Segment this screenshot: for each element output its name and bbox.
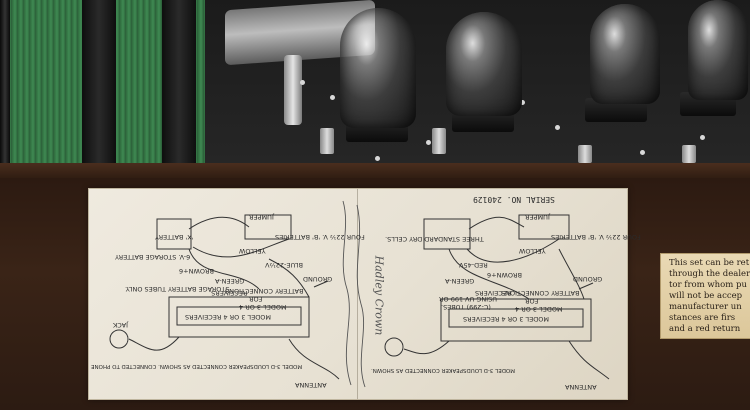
card-text: manufacturer un xyxy=(669,302,742,312)
wire xyxy=(188,248,260,290)
wiring-diagram xyxy=(109,200,610,388)
label-text: ANTENNA xyxy=(565,383,597,391)
rivet xyxy=(640,150,645,155)
serial-number: SERIAL NO. 240129 xyxy=(473,195,555,204)
coil-band-right xyxy=(162,0,196,165)
label-text: 'X' BATTERY xyxy=(155,233,194,241)
label-text: MODEL 3 OR 4 RECEIVERS xyxy=(463,315,550,323)
label-text: MODEL 3 OR 4 xyxy=(515,305,563,313)
ground-plug xyxy=(578,282,594,290)
rivet xyxy=(426,140,431,145)
wood-rail xyxy=(0,163,750,181)
rivet xyxy=(555,125,560,130)
wire xyxy=(268,258,310,298)
label-text: FOR xyxy=(249,295,263,303)
b-battery-box-right xyxy=(518,214,570,240)
card-text: and a red return xyxy=(669,324,741,334)
label-text: MODEL 3 OR 4 RECEIVERS xyxy=(185,313,272,321)
coil-band-left xyxy=(82,0,116,165)
wire xyxy=(468,216,525,230)
label-text: MODEL 3-D LOUDSPEAKER CONNECTED AS SHOWN… xyxy=(91,363,303,369)
label-text: THREE STANDARD DRY CELLS. xyxy=(385,235,484,243)
card-text: stances are firs xyxy=(669,313,736,323)
label-text: 6-V. STORAGE BATTERY xyxy=(115,253,191,261)
battery-connection-label: 'X' BATTERY 6-V. STORAGE BATTERY JUMPER … xyxy=(88,188,641,400)
wire xyxy=(188,216,250,230)
loudspeaker-right xyxy=(384,337,404,357)
rivet xyxy=(520,100,525,105)
return-notice-card: This set can be ret through the dealer t… xyxy=(660,253,750,339)
card-text: through the dealer xyxy=(669,269,750,279)
terminal-post xyxy=(320,128,334,154)
b-battery-box xyxy=(244,214,292,240)
terminal-post xyxy=(578,145,592,163)
label-text: FOR xyxy=(525,297,539,305)
receiver-box-left xyxy=(168,296,310,338)
label-text: JUMPER xyxy=(249,213,274,221)
card-text: This set can be ret xyxy=(669,258,750,268)
label-text: GROUND xyxy=(303,275,333,283)
vacuum-tube xyxy=(446,12,522,116)
receiver-inner-right xyxy=(448,308,584,328)
label-text: YELLOW xyxy=(239,247,266,255)
wire xyxy=(568,340,610,380)
wire xyxy=(128,336,180,351)
toggle-switch xyxy=(284,55,302,125)
label-text: YELLOW xyxy=(519,247,546,255)
label-text: JACK xyxy=(113,321,128,329)
wire xyxy=(403,340,450,355)
receiver-box-right xyxy=(440,298,592,342)
label-text: STORAGE BATTERY TUBES ONLY. xyxy=(125,285,230,293)
receiver-inner-left xyxy=(176,306,302,326)
dry-cells-box xyxy=(423,218,471,250)
handwritten-signature xyxy=(342,200,352,386)
battery-x-box xyxy=(156,218,192,250)
loudspeaker-left xyxy=(109,329,129,349)
wire xyxy=(192,238,290,258)
label-text: USING UV-199 OR xyxy=(439,295,498,303)
wire xyxy=(466,238,560,263)
label-text: GREEN-A xyxy=(215,277,245,285)
label-text: MODEL 3 OR 4 xyxy=(239,303,287,311)
wire xyxy=(448,248,530,300)
rivet xyxy=(700,135,705,140)
card-text: tor from whom pu xyxy=(669,280,747,290)
coil-end-cap xyxy=(0,0,10,165)
rivet xyxy=(300,80,305,85)
ground-plug xyxy=(313,280,329,288)
wire xyxy=(288,338,340,380)
label-fold xyxy=(357,189,358,399)
label-text: GROUND xyxy=(573,275,603,283)
radio-chassis xyxy=(0,0,750,170)
label-text: BROWN+6 xyxy=(487,271,522,279)
handwritten-name: Hadley Crown xyxy=(372,255,386,336)
label-text: (C-299) TUBES. xyxy=(441,303,491,311)
label-text: BROWN+6 xyxy=(179,267,214,275)
vacuum-tube xyxy=(340,8,416,128)
label-text: GREEN-A xyxy=(445,277,475,285)
terminal-post xyxy=(682,145,696,163)
wire xyxy=(558,248,585,300)
green-coil xyxy=(0,0,216,165)
terminal-post xyxy=(432,128,446,154)
label-text: FOUR 22½ V. 'B' BATTERIES xyxy=(275,233,365,241)
vacuum-tube xyxy=(688,0,748,100)
label-text: JUMPER xyxy=(525,213,550,221)
label-text: RED-45V xyxy=(459,261,488,269)
rivet xyxy=(330,95,335,100)
card-text: will not be accep xyxy=(669,291,743,301)
vacuum-tube xyxy=(590,4,660,104)
label-text: MODEL 3-D LOUDSPEAKER CONNECTED AS SHOWN… xyxy=(371,367,516,373)
label-text: BATTERY CONNECTIONS xyxy=(501,289,580,297)
label-text: FOUR 22½ V. 'B' BATTERIES xyxy=(551,233,641,241)
rivet xyxy=(375,156,380,161)
label-text: ANTENNA xyxy=(295,381,327,389)
handwritten-signature xyxy=(356,204,366,388)
label-text: BLUE-22½V xyxy=(265,261,303,269)
